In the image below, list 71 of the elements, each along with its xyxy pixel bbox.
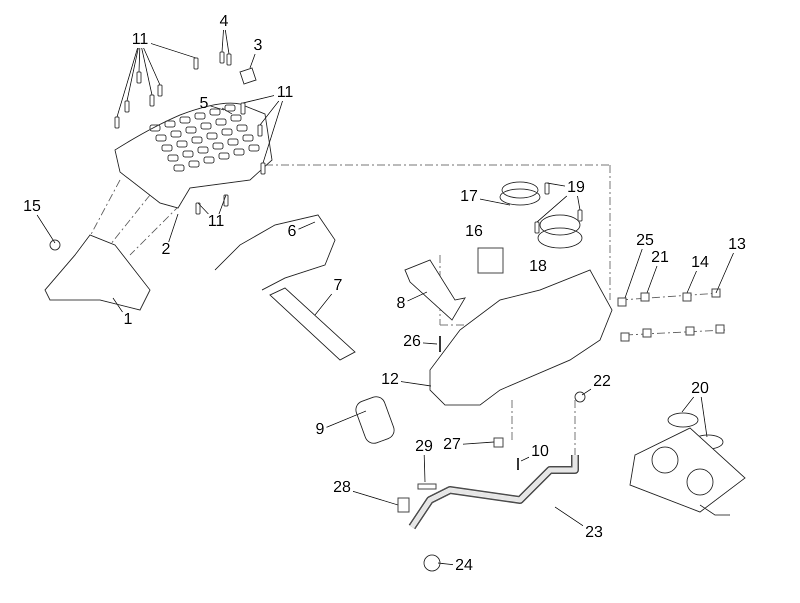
callout-number: 24 [455,558,473,574]
callout-number: 11 [132,32,148,48]
leader-line [326,410,366,428]
callout-number: 23 [585,525,603,541]
leader-line [554,506,584,526]
leader-line [143,48,160,86]
callout-number: 16 [465,224,483,240]
callout-number: 28 [333,480,351,496]
callout-number: 25 [636,233,654,249]
callout-number: 2 [162,242,170,258]
leader-line [242,95,274,104]
leader-line [400,381,432,386]
callout-number: 21 [651,250,669,266]
leader-line [624,248,643,298]
callout-number: 17 [460,189,478,205]
leader-line [462,442,494,445]
callout-number: 1 [124,312,132,328]
leader-line [168,214,178,242]
leader-line [126,48,139,102]
leader-line [582,388,592,396]
callout-number: 15 [23,199,41,215]
leader-line [536,196,568,222]
callout-number: 10 [531,444,549,460]
leader-line [298,222,316,230]
leader-line [260,100,280,126]
leader-line [210,106,224,110]
leader-line [36,214,56,244]
leader-line [224,30,230,54]
leader-line [480,198,510,206]
leader-line [314,294,332,316]
leader-line [112,298,123,312]
leader-line [141,48,152,96]
callout-number: 22 [593,374,611,390]
leader-line [222,30,224,52]
leader-line [646,266,658,294]
leader-line [250,54,256,68]
leader-line [520,456,530,462]
leader-line [424,454,426,482]
callout-number: 27 [443,437,461,453]
leader-line [198,202,209,214]
callout-number: 20 [691,381,709,397]
leader-line [546,182,566,187]
callout-number: 29 [415,439,433,455]
callout-number: 12 [381,372,399,388]
leader-line [686,270,697,294]
leader-line [138,48,140,72]
leader-line [116,48,138,118]
leader-line [150,43,196,58]
callout-number: 7 [334,278,342,294]
callout-number: 3 [254,38,262,54]
leader-line [422,342,438,344]
leader-line [218,194,226,214]
leader-line [682,396,694,412]
callout-number: 11 [276,85,294,101]
callout-number: 14 [691,255,709,271]
callout-number: 6 [288,224,296,240]
leader-line [262,100,283,164]
leader-line [577,196,580,210]
callout-number: 9 [316,422,324,438]
callout-number: 19 [567,180,585,196]
leader-line [438,562,454,566]
callout-number: 8 [396,296,406,312]
leader-line [352,490,398,506]
leader-line [407,292,428,302]
leader-line [716,252,734,294]
callout-number: 4 [220,14,228,30]
callout-number: 26 [403,334,421,350]
callout-number: 18 [529,259,547,275]
callout-number: 11 [208,214,224,230]
leader-line [700,396,708,438]
callout-number: 13 [728,237,746,253]
